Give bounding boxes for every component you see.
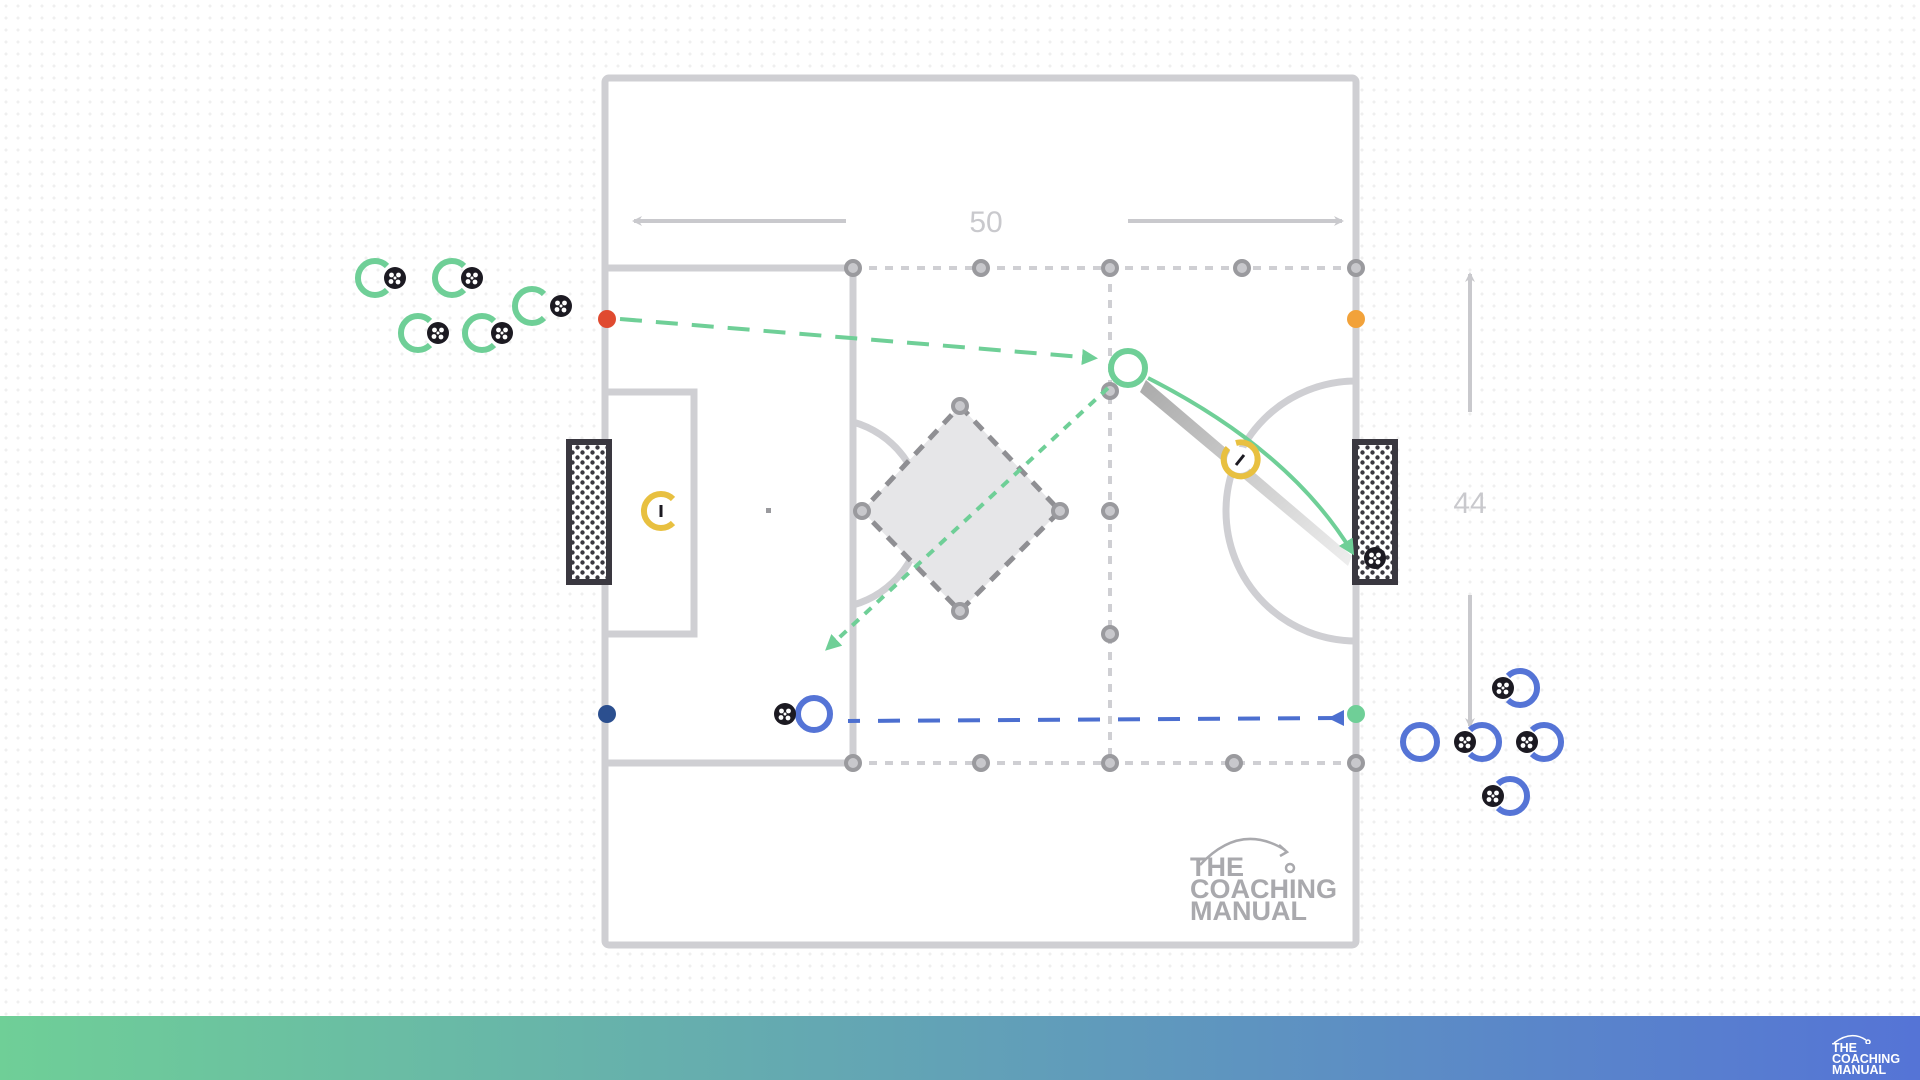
- dimension-width: 50: [632, 206, 1344, 239]
- logo-arrow-icon: [1833, 1034, 1871, 1044]
- orange-cone: [1347, 310, 1365, 328]
- green-attacker: [1108, 348, 1148, 388]
- pass-arrow-blue: [847, 709, 1345, 726]
- diamond-grid: [853, 397, 1069, 620]
- footer-logo: THE COACHING MANUAL: [1826, 1030, 1906, 1077]
- layoff-arrow-green: [825, 386, 1110, 651]
- shot-arrow: [1147, 376, 1355, 556]
- right-arc: [1222, 377, 1357, 645]
- dimension-length: 44: [1453, 272, 1487, 728]
- watermark-line1: THE: [1190, 852, 1244, 882]
- left-zone-lines: [605, 264, 857, 767]
- blue-team-queue: [1400, 668, 1565, 816]
- footer-logo-line1: THE: [1832, 1041, 1857, 1055]
- goalkeeper-right: [1220, 439, 1261, 480]
- footer-logo-line2: COACHING: [1832, 1052, 1901, 1066]
- cone: [951, 397, 969, 415]
- watermark-logo: THE COACHING MANUAL: [1190, 837, 1337, 926]
- pass-arrow-green: [619, 317, 1098, 365]
- green-team-queue: [354, 258, 572, 353]
- navy-cone: [598, 705, 616, 723]
- footer-gradient-band: [0, 1016, 1920, 1080]
- left-goal: [566, 439, 612, 585]
- goalkeeper-left: [640, 491, 676, 531]
- ball-icon: [1364, 547, 1386, 569]
- drill-diagram: 50 44: [354, 74, 1565, 949]
- right-goal: [1352, 439, 1398, 585]
- penalty-spot: [766, 508, 771, 513]
- cones: [598, 259, 1365, 772]
- length-label: 44: [1453, 487, 1486, 520]
- blue-attacker: [774, 695, 833, 733]
- green-cone: [1347, 705, 1365, 723]
- width-label: 50: [969, 206, 1002, 239]
- cone: [951, 602, 969, 620]
- cone: [853, 502, 871, 520]
- watermark-line3: MANUAL: [1190, 896, 1307, 926]
- red-cone: [598, 310, 616, 328]
- logo-arrow-icon: [1199, 837, 1286, 866]
- goal-area-lines: [605, 388, 698, 638]
- footer-logo-line3: MANUAL: [1832, 1063, 1887, 1077]
- watermark-line2: COACHING: [1190, 874, 1337, 904]
- cone: [1051, 502, 1069, 520]
